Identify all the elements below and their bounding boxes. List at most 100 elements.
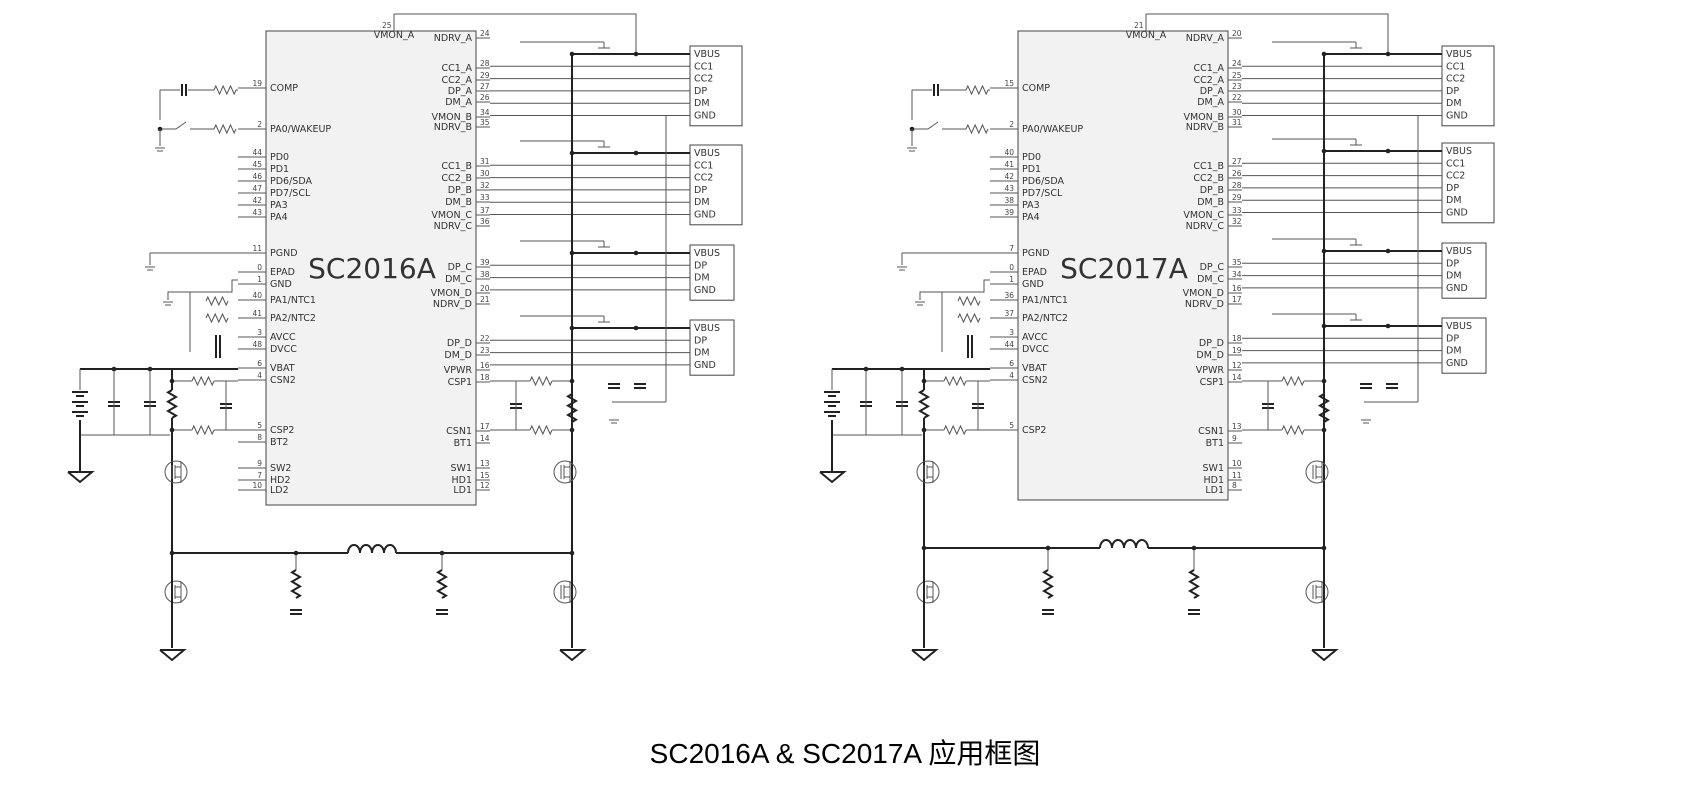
vmon-a-wire <box>394 13 637 55</box>
connector-pin-label: VBUS <box>1446 246 1472 257</box>
resistor-symbol <box>436 569 448 599</box>
pin-number: 27 <box>480 82 490 91</box>
ground-icon <box>1311 649 1339 662</box>
connector-pin-label: DM <box>1446 195 1462 206</box>
ic-part-number: SC2016A <box>308 252 436 285</box>
pin-name: DM_D <box>1196 350 1224 361</box>
junction-dot <box>1045 545 1051 551</box>
connector-pin-label: DM <box>1446 98 1462 109</box>
connector-pin-label: CC1 <box>1446 61 1465 72</box>
junction-dot <box>1385 148 1391 154</box>
pin-number: 23 <box>1232 82 1242 91</box>
pin-name: VMON_B <box>1183 112 1224 123</box>
junction-dot <box>1321 545 1327 551</box>
connector-pin-label: VBUS <box>1446 321 1472 332</box>
pin-number: 26 <box>480 93 490 102</box>
pin-number: 25 <box>382 21 392 30</box>
connector-pin-label: GND <box>694 210 716 221</box>
connector-pin-label: DP <box>694 335 707 346</box>
junction-dot <box>169 378 175 384</box>
pin-name: DP_C <box>1200 262 1225 273</box>
pin-number: 47 <box>252 184 262 193</box>
ground-icon <box>159 649 187 662</box>
pin-name: AVCC <box>1022 332 1048 343</box>
pin-number: 12 <box>1232 361 1242 370</box>
pin-name: SW2 <box>270 463 291 474</box>
pin-number: 2 <box>257 120 262 129</box>
pin-name: NDRV_B <box>434 122 472 133</box>
mosfet-symbol <box>1305 460 1329 484</box>
pin-name: CSN1 <box>446 426 472 437</box>
connector-pin-label: CC2 <box>1446 74 1465 85</box>
pin-number: 44 <box>1004 340 1014 349</box>
junction-dot <box>921 545 927 551</box>
pin-number: 11 <box>252 244 262 253</box>
mosfet-symbol <box>164 460 188 484</box>
pin-number: 15 <box>1004 79 1014 88</box>
junction-dot <box>921 427 927 433</box>
pin-name: PA1/NTC1 <box>1022 295 1068 306</box>
pin-number: 37 <box>480 206 490 215</box>
pin-number: 6 <box>1009 359 1014 368</box>
junction-dot <box>169 550 175 556</box>
pin-number: 33 <box>480 193 490 202</box>
pin-number: 13 <box>1232 422 1242 431</box>
connector-pin-label: CC2 <box>1446 171 1465 182</box>
pin-name: LD1 <box>453 485 472 496</box>
connector-pin-label: GND <box>1446 358 1468 369</box>
ic-part-number: SC2017A <box>1060 252 1188 285</box>
ic-body <box>1017 30 1229 501</box>
resistor-symbol <box>191 375 215 387</box>
pin-name: CC2_B <box>1193 173 1224 184</box>
pin-number: 42 <box>252 196 262 205</box>
usb-port-connector <box>1441 317 1487 374</box>
pin-number: 10 <box>1232 459 1242 468</box>
resistor-symbol <box>918 389 930 419</box>
pin-number: 18 <box>480 373 490 382</box>
pin-number: 34 <box>1232 270 1242 279</box>
connector-pin-label: CC2 <box>694 74 713 85</box>
pin-number: 31 <box>480 157 490 166</box>
pin-name: NDRV_D <box>1185 299 1224 310</box>
pin-name: COMP <box>270 83 298 94</box>
junction-dot <box>569 51 575 57</box>
pin-number: 1 <box>257 275 262 284</box>
connector-pin-label: GND <box>694 285 716 296</box>
resistor-symbol <box>965 84 989 96</box>
pin-name: VPWR <box>1196 365 1225 376</box>
pin-number: 29 <box>480 71 490 80</box>
inductor-symbol <box>347 544 397 554</box>
pin-number: 1 <box>1009 275 1014 284</box>
pin-name: PD1 <box>1022 164 1041 175</box>
pin-name: CC2_A <box>441 75 472 86</box>
pin-name: LD2 <box>270 485 289 496</box>
pin-name: DP_C <box>448 262 473 273</box>
connector-pin-label: DP <box>694 260 707 271</box>
resistor-symbol <box>213 84 237 96</box>
connector-pin-label: VBUS <box>694 49 720 60</box>
pin-number: 32 <box>1232 217 1242 226</box>
junction-dot <box>863 366 869 372</box>
pin-name: PD0 <box>1022 152 1041 163</box>
ground-icon <box>67 471 95 484</box>
pin-number: 42 <box>1004 172 1014 181</box>
junction-dot <box>111 366 117 372</box>
mosfet-symbol <box>553 460 577 484</box>
pin-number: 48 <box>252 340 262 349</box>
pin-name: VMON_A <box>1126 30 1167 41</box>
connector-pin-label: VBUS <box>694 323 720 334</box>
mosfet-symbol <box>916 460 940 484</box>
pin-name: VMON_A <box>374 30 415 41</box>
pin-number: 14 <box>480 434 490 443</box>
pin-number: 20 <box>480 284 490 293</box>
mosfet-symbol <box>1305 580 1329 604</box>
connector-pin-label: GND <box>1446 283 1468 294</box>
resistor-symbol <box>965 123 989 135</box>
pin-number: 21 <box>480 295 490 304</box>
resistor-symbol <box>1042 569 1054 599</box>
connector-pin-label: CC1 <box>1446 158 1465 169</box>
ground-icon <box>559 649 587 662</box>
usb-port-connector <box>689 319 735 376</box>
pin-number: 14 <box>1232 373 1242 382</box>
